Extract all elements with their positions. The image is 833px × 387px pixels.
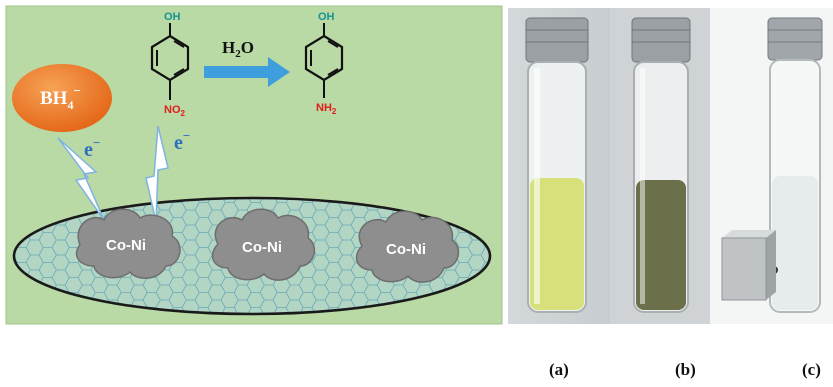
bh4-label: BH (40, 88, 68, 109)
reactant-no2-subscript: 2 (181, 109, 186, 118)
aminophenol-molecule: OH NH2 (304, 11, 344, 116)
product-nh2-subscript: 2 (332, 107, 337, 116)
reaction-arrow-icon (204, 57, 290, 87)
vial-photo-b (610, 8, 710, 324)
bh4-subscript: 4 (67, 98, 73, 112)
arrow-label: H (222, 38, 235, 57)
vial-photo-c (710, 8, 833, 324)
vial-solution (772, 176, 818, 310)
arrow-label-subscript: 2 (235, 48, 241, 60)
bh4-reactant: BH4− (12, 64, 112, 132)
electron-charge: − (93, 135, 100, 150)
bh4-superscript: − (73, 83, 80, 98)
co-ni-particle: Co-Ni (355, 210, 460, 283)
co-ni-particle: Co-Ni (75, 208, 181, 279)
vial-cap (631, 17, 691, 63)
caption-c: (c) (802, 360, 821, 379)
vial-photo-a (508, 8, 610, 324)
particle-label: Co-Ni (242, 239, 282, 256)
product-nh2-label: NH (316, 102, 332, 114)
svg-text:BH4−: BH4− (40, 83, 81, 112)
electron-charge: − (183, 128, 190, 143)
reactant-no2-label: NO (164, 104, 181, 116)
particle-label: Co-Ni (386, 241, 426, 258)
vial-solution (530, 178, 584, 310)
arrow-label-end: O (241, 38, 254, 57)
svg-text:e−: e− (84, 135, 100, 161)
svg-text:NH2: NH2 (316, 102, 337, 116)
reactant-oh-label: OH (164, 11, 181, 23)
caption-b: (b) (675, 360, 696, 379)
svg-text:NO2: NO2 (164, 104, 186, 118)
svg-text:e−: e− (174, 128, 190, 154)
caption-a: (a) (549, 360, 569, 379)
co-ni-particle: Co-Ni (211, 208, 316, 281)
vial-cap (767, 17, 823, 61)
reaction-scheme: BH4− e− e− OH NO2 H2O OH NH2 (5, 5, 503, 325)
magnet-block (721, 230, 776, 301)
product-oh-label: OH (318, 11, 335, 23)
electron-label: e (84, 139, 93, 161)
nitrophenol-molecule: OH NO2 (150, 11, 190, 118)
vial-solution (636, 180, 686, 310)
particle-label: Co-Ni (106, 237, 146, 254)
vial-cap (525, 17, 589, 63)
bh4-ball (12, 64, 112, 132)
svg-text:H2O: H2O (222, 38, 254, 60)
electron-label: e (174, 132, 183, 154)
